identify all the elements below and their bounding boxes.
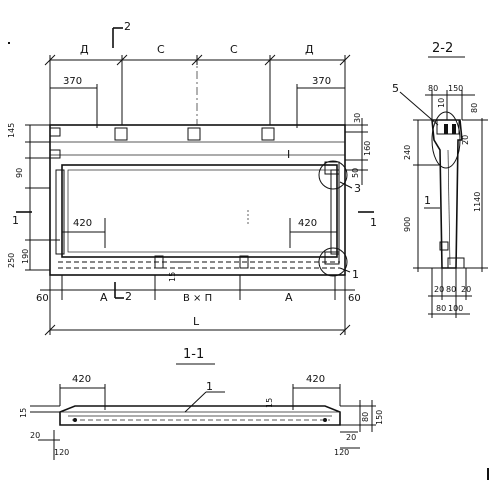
panel-outline: [49, 124, 346, 276]
dim-30-right: 30: [353, 113, 362, 123]
seg-label-3: C: [230, 43, 238, 56]
s22-callout-5: 5: [392, 82, 399, 95]
s22-dim-240: 240: [403, 145, 412, 160]
bottom-seg-A-left: A: [100, 291, 108, 304]
dot-mark: [8, 42, 10, 44]
section-2-bottom-label: 2: [125, 290, 132, 303]
s22-dim-20: 20: [461, 135, 470, 145]
s22-bottom-20b: 20: [461, 285, 471, 294]
section-2-2-title: 2-2: [432, 41, 453, 56]
s11-callout-1: 1: [206, 380, 213, 393]
callout-3: 3: [354, 182, 361, 195]
detail-circle-1: [318, 247, 348, 277]
section-1-left-label: 1: [12, 214, 19, 227]
loop-1: [114, 127, 128, 141]
opening-frame: [61, 164, 338, 258]
s22-dim-1140: 1140: [473, 192, 482, 212]
s11-dim-80: 80: [361, 412, 370, 422]
callout-1-front: 1: [352, 268, 359, 281]
dim-90: 90: [15, 168, 24, 178]
s22-callout-1: 1: [424, 194, 431, 207]
dim-160-right: 160: [363, 141, 372, 156]
s11-dim-150: 150: [375, 410, 384, 425]
seg-label-4: Д: [305, 43, 314, 56]
s22-bottom-100: 100: [448, 304, 463, 313]
s22-dim-80: 80: [428, 84, 438, 93]
section-2-top-label: 2: [124, 20, 131, 33]
s11-dim-420-right: 420: [306, 374, 325, 385]
opening-inner: [67, 169, 332, 253]
s11-dim-420-left: 420: [72, 374, 91, 385]
section-1-1-slab: [59, 405, 341, 426]
s11-dim-20-right: 20: [346, 433, 356, 442]
dim-250: 250: [7, 253, 16, 268]
mark-I: I: [287, 148, 290, 161]
section-2-2: 2-2 80 150 80 10 20 5 1 240 900: [392, 41, 488, 318]
s11-dim-15-mid: 15: [265, 398, 274, 408]
dim-370-right: 370: [312, 76, 331, 87]
s22-bottom-80b: 80: [436, 304, 446, 313]
s11-dim-20-left: 20: [30, 431, 40, 440]
dim-420-inner-right: 420: [298, 218, 317, 229]
section-1-1: 1-1 420 420 1 15 20 120 15 20: [19, 347, 384, 460]
s22-dim-80-right: 80: [470, 103, 479, 113]
s11-dim-120-left: 120: [54, 448, 69, 457]
detail-ellipse: [431, 111, 461, 169]
s22-bottom-20a: 20: [434, 285, 444, 294]
dim-370-left: 370: [63, 76, 82, 87]
bottom-seg-60-left: 60: [36, 293, 49, 304]
seg-label-2: C: [157, 43, 165, 56]
s11-dim-15-left: 15: [19, 408, 28, 418]
dim-145: 145: [7, 123, 16, 138]
dim-15-front: 15: [168, 272, 177, 282]
loop-2: [187, 127, 201, 141]
section-1-right-label: 1: [370, 216, 377, 229]
edge-mark: [487, 468, 489, 480]
s22-bottom-80: 80: [446, 285, 456, 294]
dim-50-right: 50: [351, 168, 360, 178]
s22-dim-10: 10: [437, 98, 446, 108]
dim-420-inner-left: 420: [73, 218, 92, 229]
loop-3: [261, 127, 275, 141]
s22-dim-150: 150: [448, 84, 463, 93]
dim-190: 190: [21, 249, 30, 264]
s11-dim-120-right: 120: [334, 448, 349, 457]
s22-dim-900: 900: [403, 217, 412, 232]
seg-label-1: Д: [80, 43, 89, 56]
detail-circle-3: [318, 160, 348, 190]
bottom-seg-60-right: 60: [348, 293, 361, 304]
bottom-seg-BxP: B × П: [183, 293, 212, 304]
overall-L: L: [193, 315, 200, 328]
section-1-1-title: 1-1: [183, 347, 204, 362]
section-2-2-profile: [431, 119, 463, 269]
front-view: Д C C Д 2 370 370 145 90 250 190 1 420: [7, 20, 377, 336]
bottom-seg-A-right: A: [285, 291, 293, 304]
